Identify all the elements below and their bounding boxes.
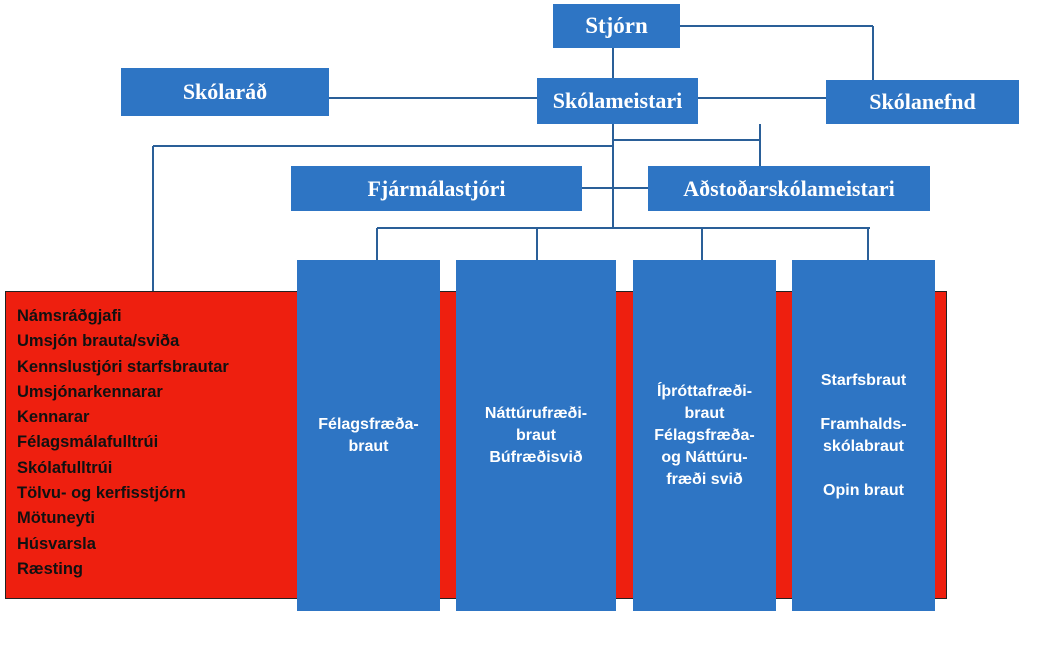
staff-list-item: Umsjónarkennarar: [17, 382, 163, 401]
department-label-line: Félagsfræða-: [654, 426, 755, 444]
skolameistari-box: Skólameistari: [537, 78, 698, 124]
department-label-line: Íþróttafræði-: [656, 382, 753, 400]
fjarmalastjori-box: Fjármálastjóri: [291, 166, 582, 211]
staff-list-item: Tölvu- og kerfisstjórn: [17, 484, 186, 503]
department-label-line: Félagsfræða-: [318, 415, 419, 433]
staff-list-item: Félagsmálafulltrúi: [17, 433, 159, 452]
staff-list-item: Kennslustjóri starfsbrautar: [17, 357, 229, 376]
skolarad-box: Skólaráð: [121, 68, 329, 116]
department-label-line: Starfsbraut: [820, 371, 907, 389]
adstodarskolameistari-box: Aðstoðarskólameistari: [648, 166, 930, 211]
staff-list-item: Mötuneyti: [17, 509, 95, 528]
staff-list-item: Húsvarsla: [17, 534, 96, 553]
department-label-line: Framhalds-: [820, 415, 907, 433]
department-column-felagsfraedi: Félagsfræða-braut: [297, 260, 440, 611]
staff-list-item: Ræsting: [17, 559, 83, 578]
stjorn-box: Stjórn: [553, 4, 680, 48]
department-label-line: Opin braut: [823, 481, 904, 499]
skolanefnd-box: Skólanefnd: [826, 80, 1019, 124]
staff-list-item: Kennarar: [17, 408, 90, 427]
department-label-line: Náttúrufræði-: [484, 404, 588, 422]
staff-list-item: Umsjón brauta/sviða: [17, 332, 180, 351]
staff-list: Námsráðgjafi Umsjón brauta/sviða Kennslu…: [17, 304, 229, 582]
department-label-line: skólabraut: [823, 437, 904, 455]
department-label-line: braut: [348, 437, 389, 455]
department-label-line: braut: [516, 426, 556, 444]
department-label-line: fræði svið: [666, 470, 743, 488]
staff-list-item: Námsráðgjafi: [17, 307, 122, 325]
department-label-line: Búfræðisvið: [489, 448, 583, 466]
department-label-line: og Náttúru-: [661, 448, 748, 466]
department-label-line: braut: [684, 404, 725, 422]
staff-list-item: Skólafulltrúi: [17, 458, 113, 477]
